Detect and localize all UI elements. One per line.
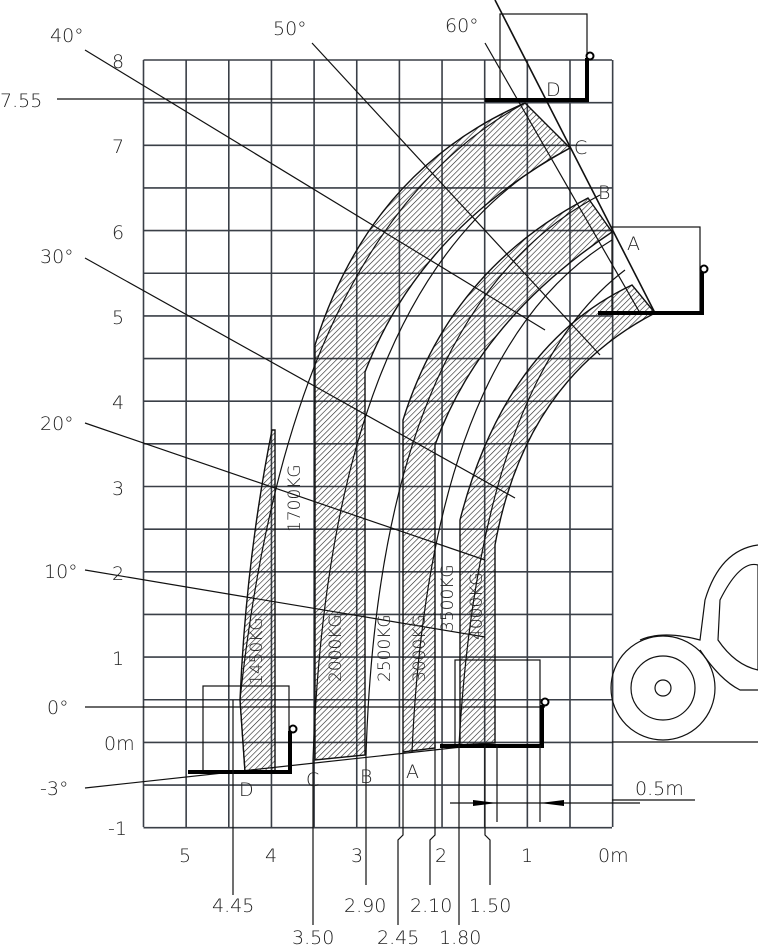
svg-text:0m: 0m bbox=[104, 733, 135, 755]
svg-text:0m: 0m bbox=[598, 845, 629, 867]
svg-text:8: 8 bbox=[112, 51, 124, 73]
svg-text:-3°: -3° bbox=[40, 778, 68, 800]
distance-labels: 4.45 3.50 2.90 2.45 2.10 1.80 1.50 bbox=[212, 895, 511, 947]
svg-text:2.10: 2.10 bbox=[410, 895, 452, 917]
svg-text:20°: 20° bbox=[40, 413, 74, 435]
load-band-4000kg bbox=[459, 284, 657, 746]
svg-text:4.45: 4.45 bbox=[212, 895, 254, 917]
load-band-2000kg bbox=[314, 102, 572, 761]
svg-text:1450KG: 1450KG bbox=[247, 617, 267, 685]
scale-label: 0.5m bbox=[635, 778, 684, 800]
svg-text:2000KG: 2000KG bbox=[326, 614, 346, 682]
svg-text:1.50: 1.50 bbox=[469, 895, 511, 917]
svg-text:7.55: 7.55 bbox=[0, 90, 42, 112]
svg-text:2500KG: 2500KG bbox=[375, 614, 395, 682]
svg-text:D: D bbox=[546, 79, 561, 101]
svg-text:4000KG: 4000KG bbox=[467, 572, 487, 640]
load-band-3000kg bbox=[402, 197, 613, 753]
svg-text:3000KG: 3000KG bbox=[410, 614, 430, 682]
arrow-right-icon bbox=[473, 800, 497, 806]
svg-text:B: B bbox=[598, 182, 610, 204]
svg-text:50°: 50° bbox=[273, 18, 307, 40]
angle-lines bbox=[84, 0, 656, 789]
load-labels: 1450KG 1700KG 2000KG 2500KG 3000KG 3500K… bbox=[247, 464, 487, 685]
svg-text:2.90: 2.90 bbox=[344, 895, 386, 917]
position-labels: D C B A D C B A bbox=[239, 79, 640, 801]
svg-text:6: 6 bbox=[112, 222, 124, 244]
telehandler-cab bbox=[610, 544, 758, 743]
boom-curve-c bbox=[312, 147, 571, 761]
svg-text:3: 3 bbox=[112, 478, 124, 500]
y-axis-labels: 8 7 6 5 4 3 2 1 0m -1 7.55 bbox=[0, 51, 135, 840]
svg-text:A: A bbox=[627, 233, 640, 255]
svg-text:5: 5 bbox=[179, 845, 191, 867]
svg-text:1.80: 1.80 bbox=[439, 927, 481, 947]
svg-text:4: 4 bbox=[112, 392, 124, 414]
svg-text:A: A bbox=[406, 761, 419, 783]
svg-text:10°: 10° bbox=[44, 561, 78, 583]
x-axis-labels: 5 4 3 2 1 0m bbox=[179, 845, 629, 867]
svg-text:B: B bbox=[360, 766, 372, 788]
svg-text:60°: 60° bbox=[445, 15, 479, 37]
boom-curve-inner bbox=[458, 269, 626, 746]
svg-text:C: C bbox=[306, 769, 319, 791]
svg-text:30°: 30° bbox=[40, 246, 74, 268]
boom-curve-a bbox=[411, 239, 613, 753]
angle-labels: 60° 50° 40° 30° 20° 10° 0° -3° bbox=[40, 15, 479, 800]
svg-text:1700KG: 1700KG bbox=[285, 464, 305, 532]
svg-text:3: 3 bbox=[351, 845, 363, 867]
svg-text:-1: -1 bbox=[108, 818, 127, 840]
svg-text:2.45: 2.45 bbox=[377, 927, 419, 947]
forks bbox=[188, 51, 709, 774]
svg-text:7: 7 bbox=[112, 136, 124, 158]
svg-text:5: 5 bbox=[112, 307, 124, 329]
svg-text:1: 1 bbox=[521, 845, 533, 867]
boom-curve-b bbox=[365, 194, 601, 756]
svg-text:1: 1 bbox=[112, 648, 124, 670]
svg-text:2: 2 bbox=[112, 563, 124, 585]
svg-text:3.50: 3.50 bbox=[292, 927, 334, 947]
svg-text:D: D bbox=[239, 779, 254, 801]
arrow-left-icon bbox=[540, 800, 564, 806]
svg-text:3500KG: 3500KG bbox=[438, 564, 458, 632]
svg-text:2: 2 bbox=[435, 845, 447, 867]
svg-text:0°: 0° bbox=[47, 697, 69, 719]
svg-text:C: C bbox=[574, 137, 587, 159]
svg-text:4: 4 bbox=[265, 845, 277, 867]
svg-text:40°: 40° bbox=[50, 25, 84, 47]
